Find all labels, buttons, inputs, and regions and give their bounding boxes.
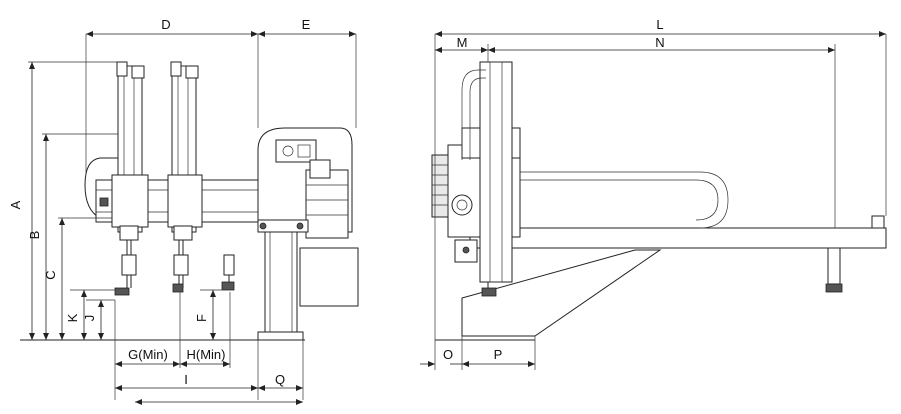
side-view xyxy=(431,61,887,341)
dim-label-k: K xyxy=(65,313,80,322)
dim-label-m: M xyxy=(457,35,468,50)
dim-label-c: C xyxy=(43,270,58,279)
front-view xyxy=(20,61,359,341)
dim-label-f: F xyxy=(194,314,209,322)
dim-label-g: G(Min) xyxy=(128,347,168,362)
dim-label-e: E xyxy=(302,17,311,32)
dim-label-a: A xyxy=(8,200,23,209)
side-view-dimensions xyxy=(420,31,887,370)
dim-label-n: N xyxy=(655,35,664,50)
dim-label-p: P xyxy=(494,347,503,362)
dim-label-o: O xyxy=(443,347,453,362)
dim-label-q: Q xyxy=(275,372,285,387)
dim-label-b: B xyxy=(27,231,42,240)
dim-label-j: J xyxy=(82,315,97,322)
side-view-labels: L M N O P xyxy=(443,17,665,362)
dim-label-l: L xyxy=(656,17,663,32)
dim-label-i: I xyxy=(184,372,188,387)
dim-label-d: D xyxy=(161,17,170,32)
front-view-labels: D E A B C K J F G(Min) H(Min) I Q xyxy=(8,17,311,387)
front-view-dimensions xyxy=(28,31,357,405)
dim-label-h: H(Min) xyxy=(187,347,226,362)
